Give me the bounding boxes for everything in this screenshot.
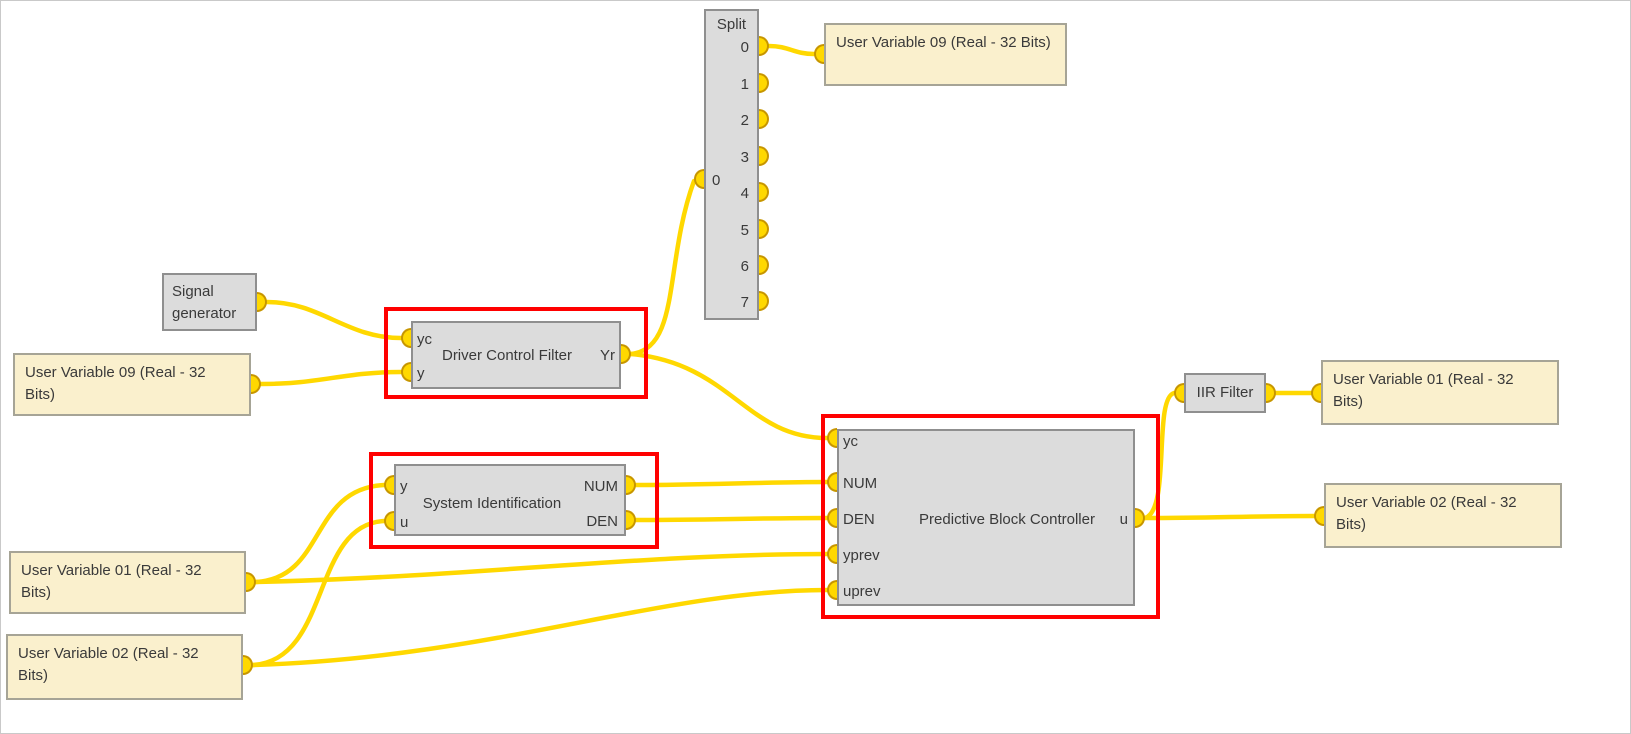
port-sysid-input-u[interactable] <box>384 511 394 531</box>
block-user-variable-01-source[interactable]: User Variable 01 (Real - 32 Bits) <box>9 551 246 614</box>
dcf-input-y-label: y <box>417 365 425 382</box>
block-iir-filter[interactable]: IIR Filter <box>1184 373 1266 413</box>
port-user-variable-09-sink-input[interactable] <box>814 44 824 64</box>
split-output-6-label: 6 <box>740 258 749 275</box>
wire-signal-generator-to-dcf-yc[interactable] <box>264 299 404 341</box>
sysid-output-den-label: DEN <box>586 513 618 530</box>
split-output-1-label: 1 <box>740 76 749 93</box>
block-user-variable-02-source[interactable]: User Variable 02 (Real - 32 Bits) <box>6 634 243 700</box>
wire-uv02-to-pbc-uprev[interactable] <box>250 587 830 668</box>
pbc-output-u-label: u <box>1119 511 1128 528</box>
port-dcf-input-y[interactable] <box>401 362 411 382</box>
highlight-system-identification <box>369 452 659 549</box>
wire-pbc-u-to-uv02-sink[interactable] <box>1142 513 1317 521</box>
port-sysid-input-y[interactable] <box>384 475 394 495</box>
sysid-output-num-label: NUM <box>583 478 618 495</box>
wire-split-0-to-uv09-sink[interactable] <box>766 43 817 57</box>
iir-filter-label: IIR Filter <box>1196 384 1254 401</box>
wire-dcf-yr-to-pbc-yc[interactable] <box>628 351 830 441</box>
port-user-variable-01-sink-input[interactable] <box>1311 383 1321 403</box>
split-output-7-label: 7 <box>740 294 749 311</box>
port-pbc-input-num[interactable] <box>827 472 837 492</box>
pbc-input-num-label: NUM <box>843 475 878 492</box>
user-variable-02-source-label: User Variable 02 (Real - 32 Bits) <box>18 645 199 684</box>
port-pbc-input-uprev[interactable] <box>827 580 837 600</box>
wire-pbc-u-to-iir-in[interactable] <box>1142 390 1177 521</box>
dcf-input-yc-label: yc <box>417 331 432 348</box>
sysid-title: System Identification <box>422 495 562 512</box>
split-output-3-label: 3 <box>740 149 749 166</box>
port-pbc-input-yc[interactable] <box>827 428 837 448</box>
user-variable-09-source-label: User Variable 09 (Real - 32 Bits) <box>25 364 206 403</box>
block-user-variable-09-source[interactable]: User Variable 09 (Real - 32 Bits) <box>13 353 251 416</box>
block-driver-control-filter[interactable]: yc y Driver Control Filter Yr <box>411 321 621 389</box>
user-variable-09-sink-label: User Variable 09 (Real - 32 Bits) <box>836 34 1051 51</box>
pbc-input-yprev-label: yprev <box>843 547 880 564</box>
wire-uv01-to-sysid-y[interactable] <box>253 482 387 585</box>
port-user-variable-02-sink-input[interactable] <box>1314 506 1324 526</box>
wire-uv09-to-dcf-y[interactable] <box>258 369 404 387</box>
pbc-input-yc-label: yc <box>843 433 858 450</box>
split-output-5-label: 5 <box>740 222 749 239</box>
user-variable-01-sink-label: User Variable 01 (Real - 32 Bits) <box>1333 371 1514 410</box>
pbc-input-uprev-label: uprev <box>843 583 881 600</box>
user-variable-01-source-label: User Variable 01 (Real - 32 Bits) <box>21 562 202 601</box>
wire-uv02-to-sysid-u[interactable] <box>250 518 387 668</box>
dcf-title: Driver Control Filter <box>441 347 573 364</box>
pbc-title: Predictive Block Controller <box>919 511 1095 528</box>
sysid-input-y-label: y <box>400 478 408 495</box>
wire-sysid-den-to-pbc-den[interactable] <box>633 515 830 523</box>
port-pbc-input-den[interactable] <box>827 508 837 528</box>
pbc-input-den-label: DEN <box>843 511 875 528</box>
block-split[interactable]: Split 0 0 1 2 3 4 5 6 7 <box>704 9 759 320</box>
split-output-2-label: 2 <box>740 112 749 129</box>
block-signal-generator[interactable]: Signal generator <box>162 273 257 331</box>
port-dcf-input-yc[interactable] <box>401 328 411 348</box>
block-user-variable-09-sink[interactable]: User Variable 09 (Real - 32 Bits) <box>824 23 1067 86</box>
signal-generator-label: Signal generator <box>172 283 237 322</box>
dcf-output-yr-label: Yr <box>600 347 615 364</box>
sysid-input-u-label: u <box>400 514 409 531</box>
highlight-driver-control-filter <box>384 307 648 399</box>
port-iir-filter-input[interactable] <box>1174 383 1184 403</box>
block-user-variable-01-sink[interactable]: User Variable 01 (Real - 32 Bits) <box>1321 360 1559 425</box>
wire-uv01-to-pbc-yprev[interactable] <box>253 551 830 585</box>
split-title: Split <box>716 16 747 33</box>
split-output-0-label: 0 <box>740 39 749 56</box>
highlight-predictive-block-controller <box>821 414 1160 619</box>
block-user-variable-02-sink[interactable]: User Variable 02 (Real - 32 Bits) <box>1324 483 1562 548</box>
user-variable-02-sink-label: User Variable 02 (Real - 32 Bits) <box>1336 494 1517 533</box>
port-split-input[interactable] <box>694 169 704 189</box>
split-input-label: 0 <box>712 172 721 189</box>
wire-sysid-num-to-pbc-num[interactable] <box>633 479 830 488</box>
block-predictive-block-controller[interactable]: yc NUM DEN yprev uprev Predictive Block … <box>837 429 1135 606</box>
block-system-identification[interactable]: y u System Identification NUM DEN <box>394 464 626 536</box>
port-pbc-input-yprev[interactable] <box>827 544 837 564</box>
split-output-4-label: 4 <box>740 185 749 202</box>
